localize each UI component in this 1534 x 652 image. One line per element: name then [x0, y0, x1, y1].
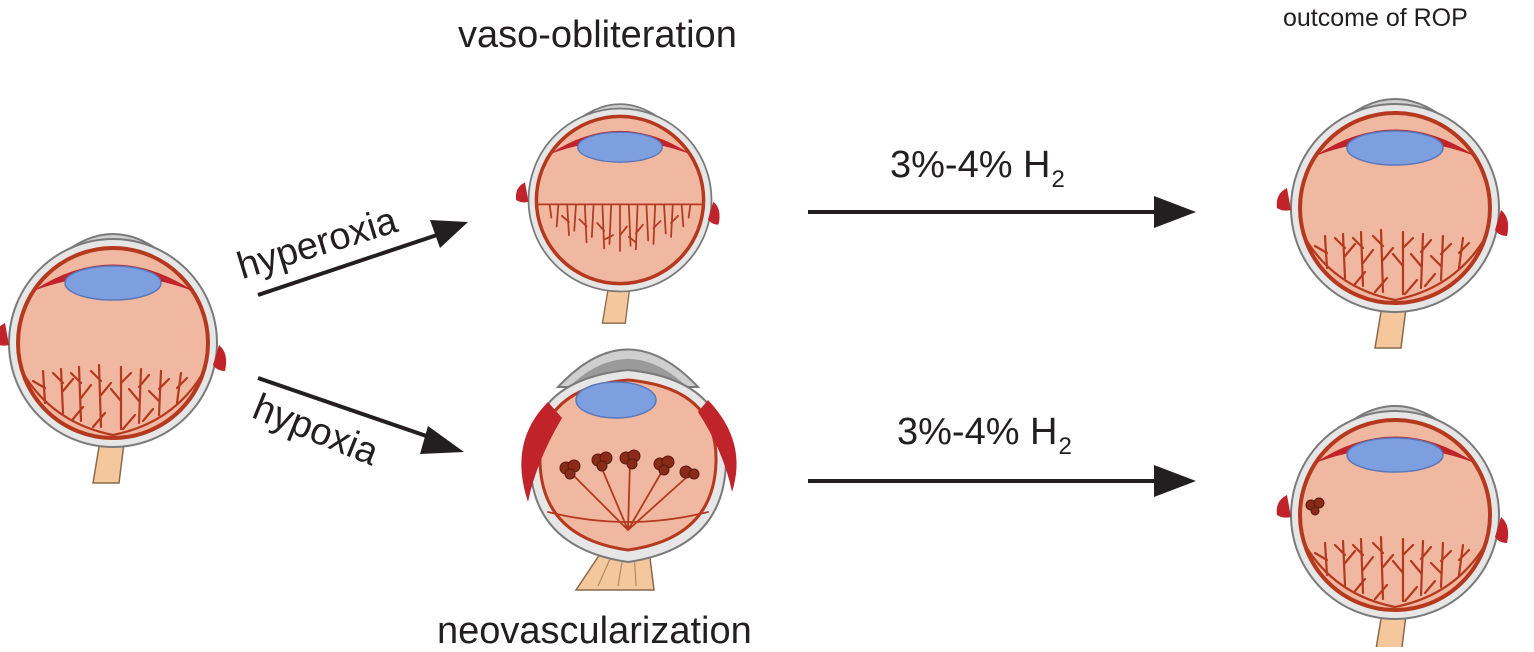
label-h2-bottom-sub: 2	[1058, 433, 1072, 460]
eye-outcome-top	[1274, 97, 1511, 350]
label-vaso-obliteration: vaso-obliteration	[458, 14, 737, 56]
eye-vaso-obliteration	[514, 102, 722, 325]
arrow-hypoxia	[257, 376, 464, 454]
label-h2-top-sub: 2	[1051, 166, 1065, 193]
arrow-h2-bottom	[808, 465, 1196, 497]
arrow-hyperoxia	[257, 220, 468, 297]
eye-initial	[0, 232, 229, 485]
label-h2-top-main: 3%-4% H	[890, 144, 1051, 186]
label-h2-bottom: 3%-4% H2	[897, 411, 1072, 459]
label-outcome-of-rop: outcome of ROP	[1283, 4, 1468, 32]
label-h2-top: 3%-4% H2	[890, 144, 1065, 192]
eye-outcome-bottom	[1274, 404, 1511, 652]
label-h2-bottom-main: 3%-4% H	[897, 411, 1058, 453]
arrow-h2-top	[808, 196, 1196, 228]
label-neovascularization: neovascularization	[437, 610, 752, 652]
eye-neovascularization	[521, 348, 737, 591]
